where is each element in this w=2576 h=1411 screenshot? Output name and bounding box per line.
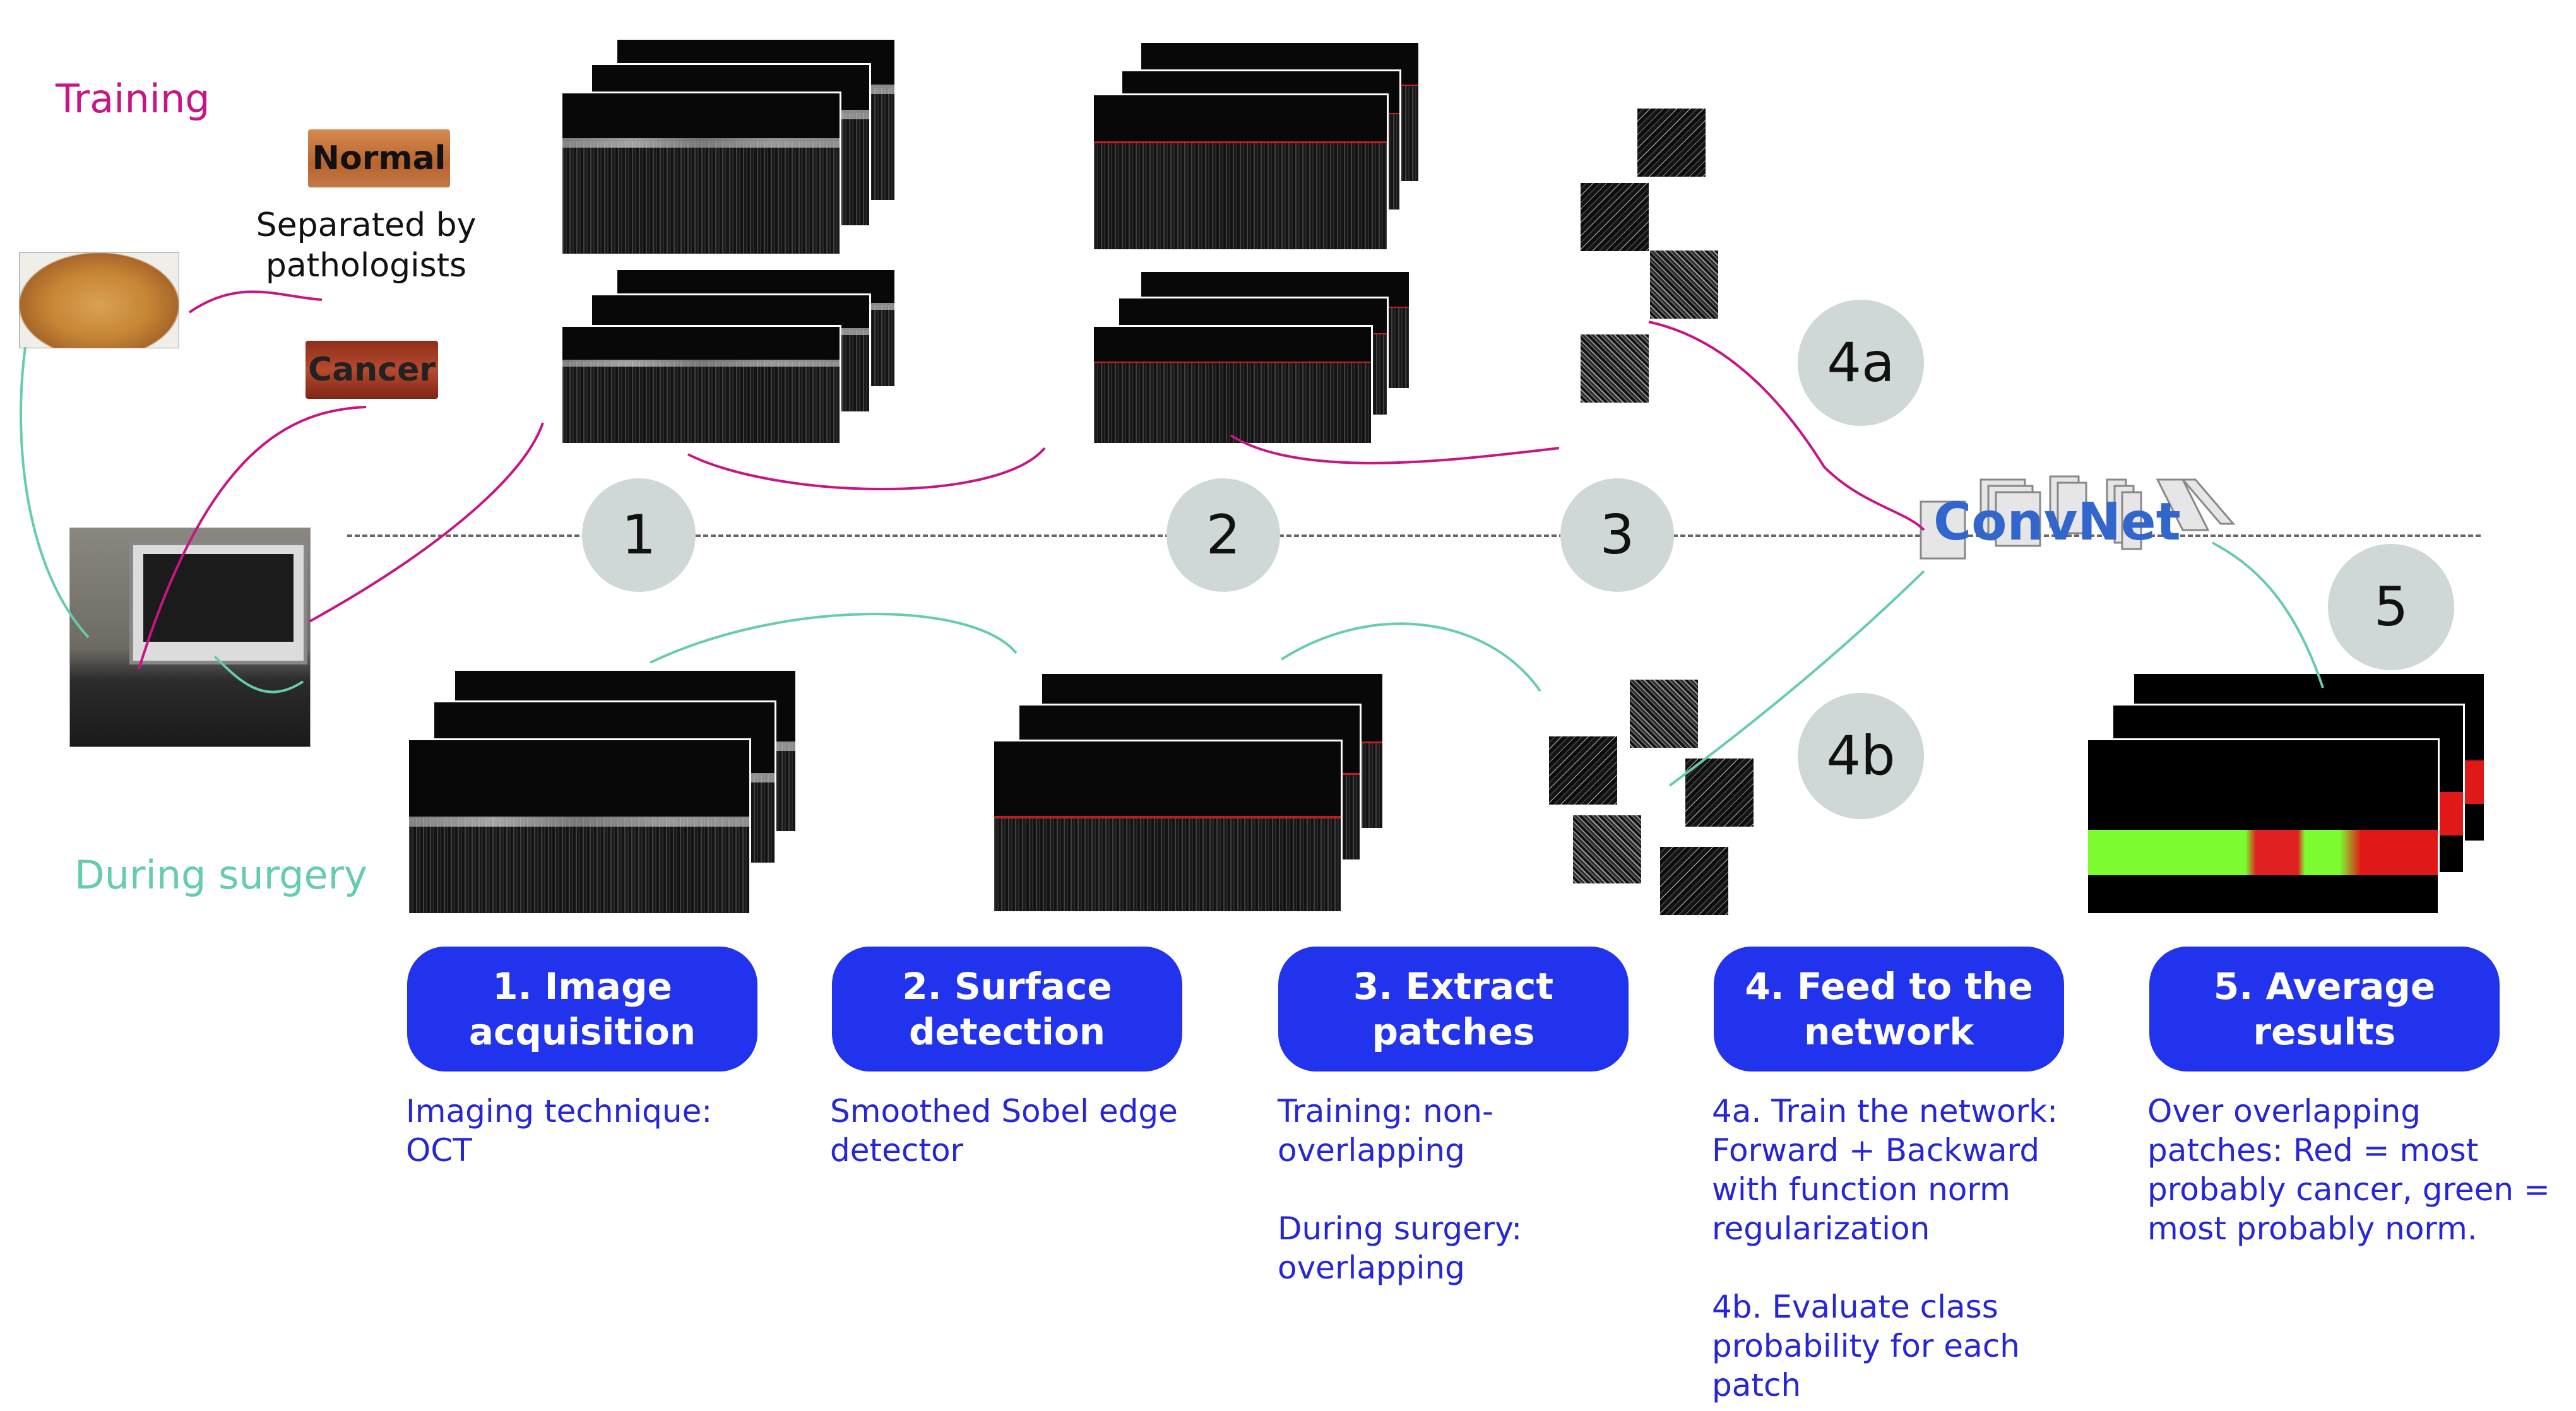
desc-line: 4b. Evaluate class — [1712, 1289, 1998, 1325]
step-3-title-line2: patches — [1372, 1010, 1535, 1053]
step-4-title-line2: network — [1804, 1010, 1974, 1053]
surgery-patch — [1548, 735, 1618, 806]
desc-line: detector — [830, 1132, 964, 1169]
step-4a-circle: 4a — [1798, 300, 1924, 426]
surgery-patch — [1629, 678, 1699, 749]
desc-line: with function norm — [1712, 1171, 2010, 1208]
cancer-tag: Cancer — [306, 341, 438, 399]
surgery-patch — [1659, 846, 1730, 916]
desc-line: probably cancer, green = — [2147, 1171, 2550, 1208]
desc-line: patch — [1712, 1367, 1801, 1403]
desc-line: probability for each — [1712, 1328, 2020, 1364]
step-1-circle: 1 — [582, 478, 696, 592]
step-4-description: 4a. Train the network: Forward + Backwar… — [1712, 1092, 2103, 1405]
desc-line: patches: Red = most — [2147, 1132, 2479, 1169]
desc-line: regularization — [1712, 1210, 1930, 1247]
desc-line: overlapping — [1278, 1132, 1465, 1169]
step-2-description: Smoothed Sobel edge detector — [830, 1092, 1221, 1170]
separated-by-pathologists-text: Separated by pathologists — [256, 206, 477, 285]
step-3-description: Training: non- overlapping During surger… — [1278, 1092, 1656, 1287]
training-patch — [1579, 182, 1650, 252]
step-3-circle: 3 — [1560, 478, 1674, 592]
step-5-button[interactable]: 5. Average results — [2149, 947, 2500, 1072]
desc-line: 4a. Train the network: — [1712, 1093, 2058, 1130]
training-label: Training — [56, 76, 210, 122]
step-2-title-line1: 2. Surface — [902, 965, 1112, 1008]
normal-tag: Normal — [308, 129, 450, 187]
training-patch — [1649, 249, 1719, 320]
training-surgery-divider — [347, 534, 2481, 537]
surgery-patch — [1684, 757, 1755, 828]
convnet-layers-icon — [1920, 475, 2236, 560]
desc-line: overlapping — [1278, 1249, 1465, 1286]
desc-line: Forward + Backward — [1712, 1132, 2040, 1169]
step-4-title-line1: 4. Feed to the — [1745, 965, 2033, 1008]
step-3-button[interactable]: 3. Extract patches — [1278, 947, 1629, 1072]
surgery-patch — [1572, 814, 1642, 885]
training-patch — [1579, 333, 1650, 404]
training-patch — [1636, 107, 1707, 178]
step-1-title-line1: 1. Image — [492, 965, 672, 1008]
step-1-title-line2: acquisition — [468, 1010, 696, 1053]
tissue-specimen-photo — [19, 252, 179, 348]
step-4-button[interactable]: 4. Feed to the network — [1714, 947, 2064, 1072]
step-5-title-line1: 5. Average — [2213, 965, 2436, 1008]
desc-line: Imaging technique: — [406, 1093, 713, 1130]
step-5-circle: 5 — [2328, 544, 2454, 670]
step-1-button[interactable]: 1. Image acquisition — [407, 947, 757, 1072]
desc-line: most probably norm. — [2147, 1210, 2478, 1247]
desc-line: Training: non- — [1278, 1093, 1494, 1130]
desc-line: Smoothed Sobel edge — [830, 1093, 1178, 1130]
step-2-button[interactable]: 2. Surface detection — [832, 947, 1182, 1072]
step-2-circle: 2 — [1166, 478, 1280, 592]
step-5-description: Over overlapping patches: Red = most pro… — [2147, 1092, 2564, 1248]
convnet-label: ConvNet — [1933, 492, 2181, 552]
step-3-title-line1: 3. Extract — [1353, 965, 1554, 1008]
step-1-description: Imaging technique: OCT — [406, 1092, 759, 1170]
step-4b-circle: 4b — [1798, 693, 1924, 819]
desc-line: Over overlapping — [2147, 1093, 2421, 1130]
step-5-title-line2: results — [2253, 1010, 2396, 1053]
desc-line: OCT — [406, 1132, 472, 1169]
monitor-icon — [129, 541, 307, 664]
during-surgery-label: During surgery — [74, 852, 367, 898]
desc-line: During surgery: — [1278, 1210, 1522, 1247]
step-2-title-line2: detection — [908, 1010, 1106, 1053]
